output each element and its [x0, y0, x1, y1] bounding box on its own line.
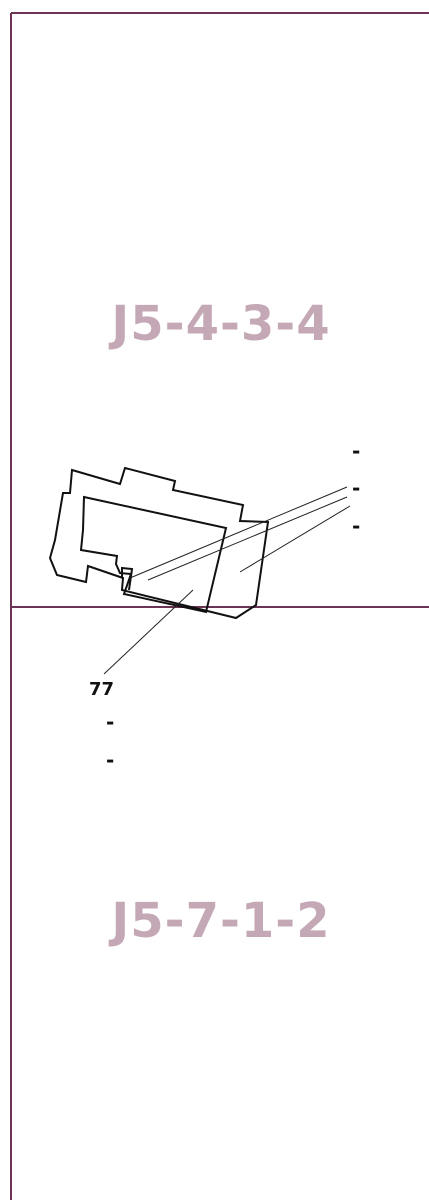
annotation-dash-lower-1: - [106, 710, 114, 734]
building-outline-outer [48, 466, 270, 620]
annotation-dash-lower-2: - [106, 748, 114, 772]
annotation-dash-right-3: - [352, 514, 360, 538]
parcel-label-upper: J5-4-3-4 [108, 296, 330, 352]
leader-line-3 [239, 505, 351, 573]
annotation-dash-right-1: - [352, 439, 360, 463]
parcel-label-lower: J5-7-1-2 [108, 893, 330, 949]
annotation-number-label: 77 [89, 679, 114, 700]
building-outline-inner [79, 495, 228, 614]
leader-line-2 [147, 496, 348, 581]
annotation-dash-right-2: - [352, 476, 360, 500]
building-step-detail [121, 566, 134, 591]
leader-line-1 [129, 486, 348, 579]
leader-line-number [103, 589, 194, 675]
